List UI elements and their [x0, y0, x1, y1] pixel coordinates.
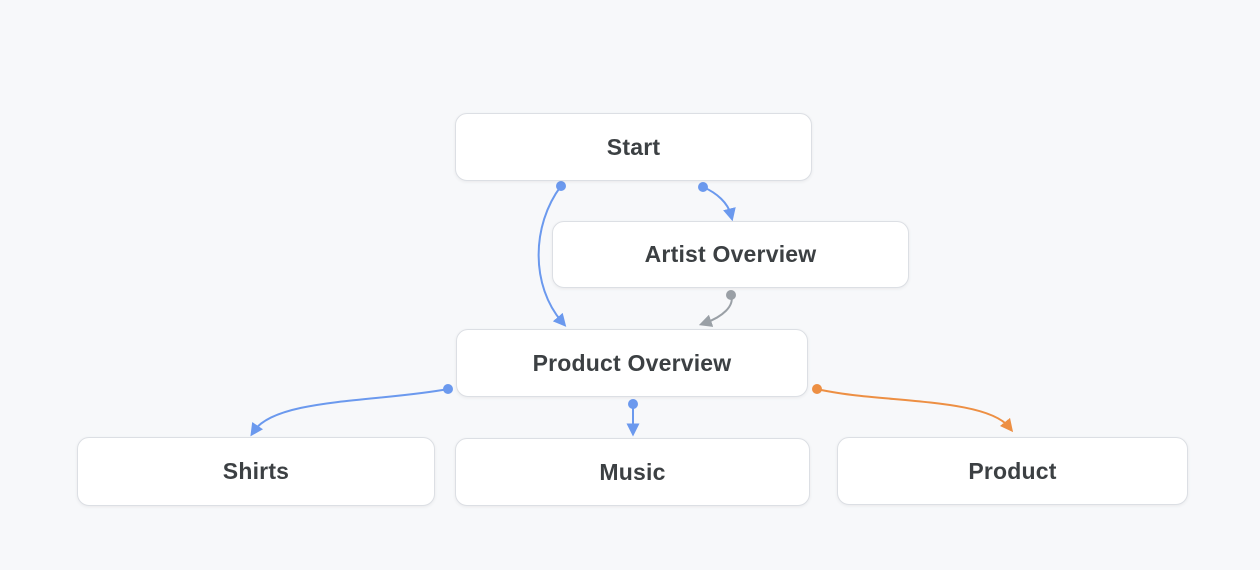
node-product-overview[interactable]: Product Overview — [456, 329, 808, 397]
source-handle-product-overview-bottom-center[interactable] — [628, 399, 638, 409]
edge-start-to-product-overview — [537, 181, 567, 327]
source-handle-artist-overview-bottom[interactable] — [726, 290, 736, 300]
source-handle-start-bottom-right[interactable] — [698, 182, 708, 192]
node-music[interactable]: Music — [455, 438, 810, 506]
node-product-overview-label: Product Overview — [532, 349, 732, 376]
edge-path-start-to-artist-overview[interactable] — [702, 186, 736, 222]
source-handle-product-overview-bottom-left[interactable] — [443, 384, 453, 394]
node-start[interactable]: Start — [455, 113, 812, 181]
node-artist-overview[interactable]: Artist Overview — [552, 221, 909, 288]
edge-product-overview-to-shirts — [250, 384, 453, 437]
node-shirts[interactable]: Shirts — [77, 437, 435, 506]
node-start-label: Start — [606, 133, 661, 160]
edge-artist-overview-to-product-overview — [698, 290, 736, 327]
edge-product-overview-to-product — [812, 384, 1014, 433]
edge-product-overview-to-music — [626, 399, 640, 437]
node-product-label: Product — [968, 457, 1057, 484]
source-handle-start-bottom-left[interactable] — [556, 181, 566, 191]
edge-path-start-to-product-overview[interactable] — [537, 185, 567, 327]
node-music-label: Music — [599, 458, 666, 485]
node-product[interactable]: Product — [837, 437, 1188, 505]
edge-path-product-overview-to-product[interactable] — [816, 388, 1014, 433]
edge-start-to-artist-overview — [698, 182, 736, 222]
node-shirts-label: Shirts — [222, 458, 290, 484]
edge-path-product-overview-to-shirts[interactable] — [250, 388, 449, 437]
source-handle-product-overview-bottom-right[interactable] — [812, 384, 822, 394]
node-artist-overview-label: Artist Overview — [644, 241, 817, 267]
